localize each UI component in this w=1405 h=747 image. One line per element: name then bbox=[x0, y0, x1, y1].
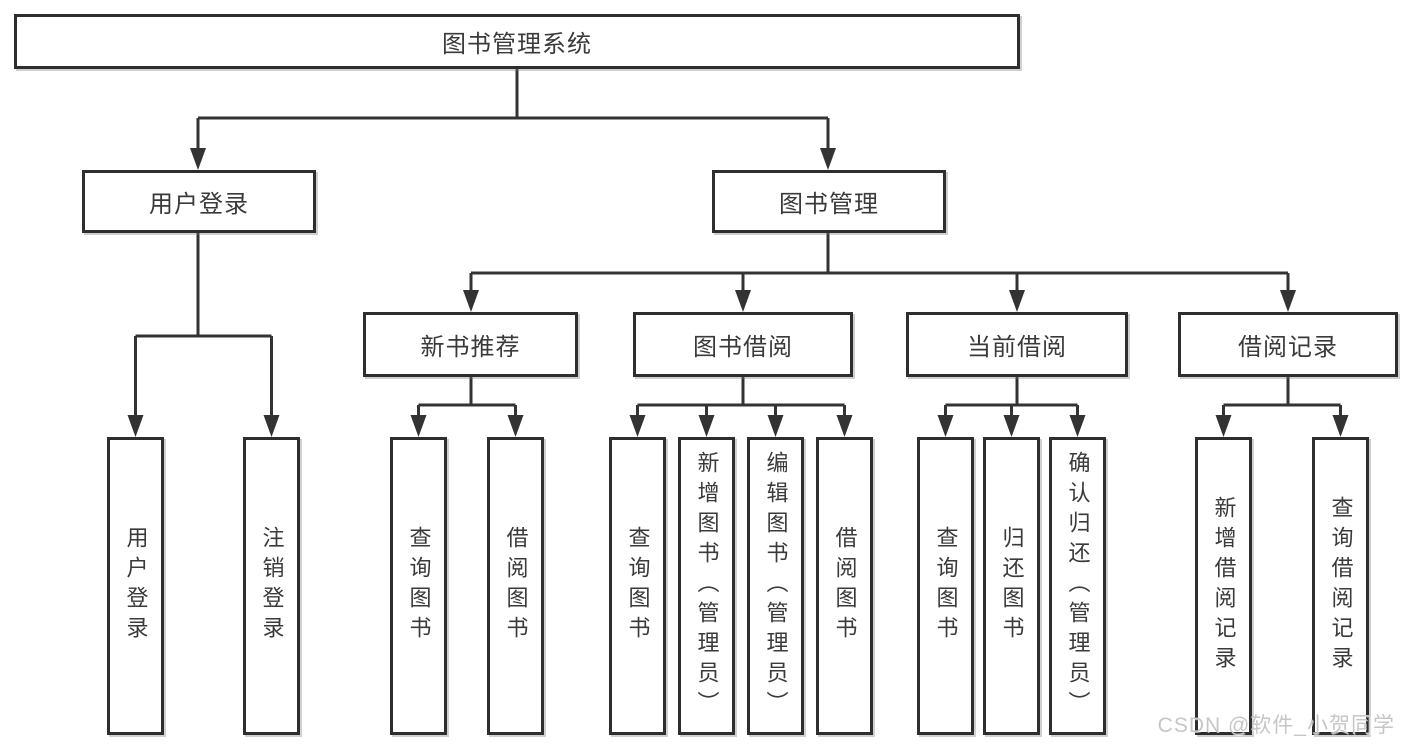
node-new-book-recommend: 新书推荐 bbox=[363, 312, 578, 377]
node-borrowing-records: 借阅记录 bbox=[1178, 312, 1398, 377]
node-leaf-return-books: 归还图书 bbox=[983, 437, 1040, 735]
node-leaf-query-books-recommend: 查询图书 bbox=[390, 437, 447, 735]
node-leaf-logout: 注销登录 bbox=[243, 437, 300, 735]
node-book-borrowing: 图书借阅 bbox=[633, 312, 853, 377]
node-leaf-add-borrow-record: 新增借阅记录 bbox=[1195, 437, 1252, 735]
node-root-system: 图书管理系统 bbox=[14, 14, 1020, 69]
node-leaf-add-book-admin: 新增图书（管理员） bbox=[678, 437, 735, 735]
node-book-management: 图书管理 bbox=[712, 170, 946, 233]
node-user-login: 用户登录 bbox=[82, 170, 316, 233]
node-current-borrowing: 当前借阅 bbox=[906, 312, 1128, 377]
node-leaf-confirm-return-admin: 确认归还（管理员） bbox=[1049, 437, 1106, 735]
node-leaf-edit-book-admin: 编辑图书（管理员） bbox=[747, 437, 804, 735]
node-leaf-query-books-current: 查询图书 bbox=[917, 437, 974, 735]
node-leaf-user-login: 用户登录 bbox=[107, 437, 164, 735]
watermark: CSDN @软件_小贺同学 bbox=[1157, 714, 1395, 737]
node-leaf-query-borrow-record: 查询借阅记录 bbox=[1312, 437, 1369, 735]
node-leaf-query-books-borrow: 查询图书 bbox=[609, 437, 666, 735]
node-leaf-borrow-books-recommend: 借阅图书 bbox=[487, 437, 544, 735]
node-leaf-borrow-books: 借阅图书 bbox=[816, 437, 873, 735]
